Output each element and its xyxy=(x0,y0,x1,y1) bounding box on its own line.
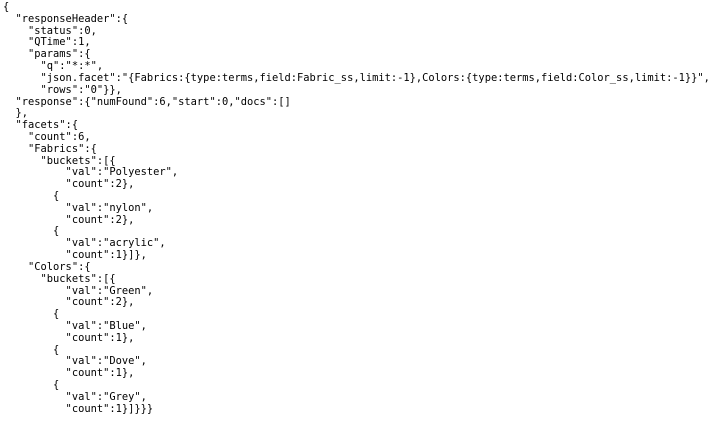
solr-json-response-text: { "responseHeader":{ "status":0, "QTime"… xyxy=(3,1,710,415)
